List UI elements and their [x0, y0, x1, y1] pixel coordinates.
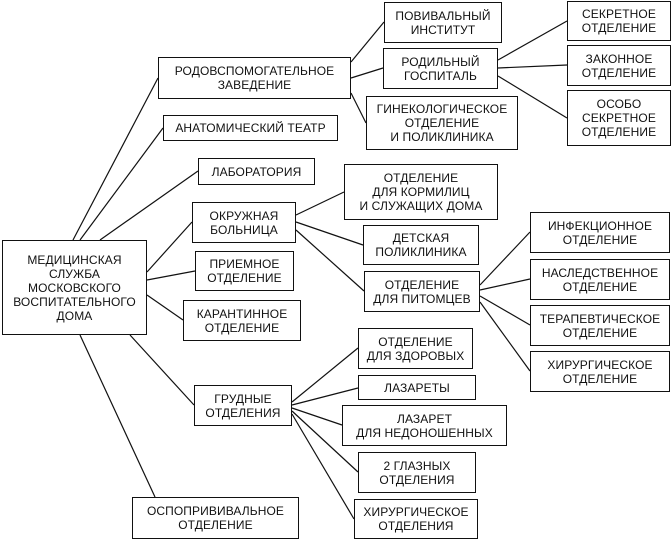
edge-root-laborat: [99, 170, 199, 241]
edge-grudnye-lazarety: [291, 387, 359, 406]
edge-pitomc-nasled: [479, 278, 531, 291]
edge-root-okruzh: [146, 221, 193, 273]
edge-rodovspom-povival: [350, 21, 385, 63]
edge-rodovspom-ginek: [350, 92, 367, 124]
edge-grudnye-hirurg2: [291, 413, 355, 520]
node-nasled: НАСЛЕДСТВЕННОЕ ОТДЕЛЕНИЕ: [530, 259, 670, 300]
edge-root-priem: [146, 270, 196, 281]
edge-pitomc-infekc: [479, 231, 531, 286]
node-hirurg1: ХИРУРГИЧЕСКОЕ ОТДЕЛЕНИЕ: [530, 351, 670, 392]
edge-root-ospa: [79, 334, 156, 498]
edge-root-anatom: [79, 127, 164, 241]
node-okruzh: ОКРУЖНАЯ БОЛЬНИЦА: [192, 202, 296, 243]
edge-grudnye-zdorov: [291, 347, 359, 403]
edge-okruzh-pitomc: [295, 229, 365, 292]
edge-rodgosp-zakonnoe: [497, 64, 568, 69]
edge-rodovspom-rodgosp: [350, 67, 384, 79]
edge-pitomc-terapev: [479, 295, 531, 326]
node-sekretnoe: СЕКРЕТНОЕ ОТДЕЛЕНИЕ: [567, 1, 671, 41]
edge-grudnye-nedonosh: [291, 407, 343, 426]
node-root: МЕДИЦИНСКАЯ СЛУЖБА МОСКОВСКОГО ВОСПИТАТЕ…: [2, 240, 147, 335]
node-hirurg2: ХИРУРГИЧЕСКОЕ ОТДЕЛЕНИЯ: [354, 499, 478, 539]
edge-root-rodovspom: [72, 77, 159, 241]
edge-okruzh-kormil: [295, 191, 345, 216]
node-anatom: АНАТОМИЧЕСКИЙ ТЕАТР: [163, 115, 338, 141]
edge-okruzh-detpoli: [295, 221, 364, 246]
edge-grudnye-glaznyh: [291, 410, 359, 473]
edge-root-grudnye: [129, 334, 195, 406]
edge-rodgosp-osobo: [497, 75, 568, 119]
node-pitomc: ОТДЕЛЕНИЕ ДЛЯ ПИТОМЦЕВ: [364, 271, 480, 312]
node-zdorov: ОТДЕЛЕНИЕ ДЛЯ ЗДОРОВЫХ: [358, 328, 473, 369]
node-ospa: ОСПОПРИВИВАЛЬНОЕ ОТДЕЛЕНИЕ: [132, 497, 299, 539]
node-terapev: ТЕРАПЕВТИЧЕСКОЕ ОТДЕЛЕНИЕ: [530, 305, 670, 346]
node-osobo: ОСОБО СЕКРЕТНОЕ ОТДЕЛЕНИЕ: [567, 90, 671, 146]
node-grudnye: ГРУДНЫЕ ОТДЕЛЕНИЯ: [194, 385, 292, 426]
node-zakonnoe: ЗАКОННОЕ ОТДЕЛЕНИЕ: [567, 45, 671, 86]
node-detpoli: ДЕТСКАЯ ПОЛИКЛИНИКА: [363, 225, 479, 265]
node-ginek: ГИНЕКОЛОГИЧЕСКОЕ ОТДЕЛЕНИЕ И ПОЛИКЛИНИКА: [366, 96, 518, 150]
node-laborat: ЛАБОРАТОРИЯ: [198, 158, 315, 185]
node-lazarety: ЛАЗАРЕТЫ: [358, 375, 476, 400]
node-infekc: ИНФЕКЦИОННОЕ ОТДЕЛЕНИЕ: [530, 212, 670, 253]
node-karant: КАРАНТИННОЕ ОТДЕЛЕНИЕ: [183, 300, 301, 341]
node-rodgosp: РОДИЛЬНЫЙ ГОСПИТАЛЬ: [383, 48, 498, 89]
node-rodovspom: РОДОВСПОМОГАТЕЛЬНОЕ ЗАВЕДЕНИЕ: [158, 57, 351, 99]
edge-rodgosp-sekretnoe: [497, 20, 568, 61]
node-povival: ПОВИВАЛЬНЫЙ ИНСТИТУТ: [384, 2, 502, 43]
node-priem: ПРИЕМНОЕ ОТДЕЛЕНИЕ: [195, 251, 294, 291]
edge-root-karant: [146, 294, 184, 321]
node-nedonosh: ЛАЗАРЕТ ДЛЯ НЕДОНОШЕННЫХ: [342, 405, 507, 446]
node-glaznyh: 2 ГЛАЗНЫХ ОТДЕЛЕНИЯ: [358, 452, 476, 493]
node-kormil: ОТДЕЛЕНИЕ ДЛЯ КОРМИЛИЦ И СЛУЖАЩИХ ДОМА: [344, 164, 498, 220]
edge-pitomc-hirurg1: [479, 301, 531, 372]
